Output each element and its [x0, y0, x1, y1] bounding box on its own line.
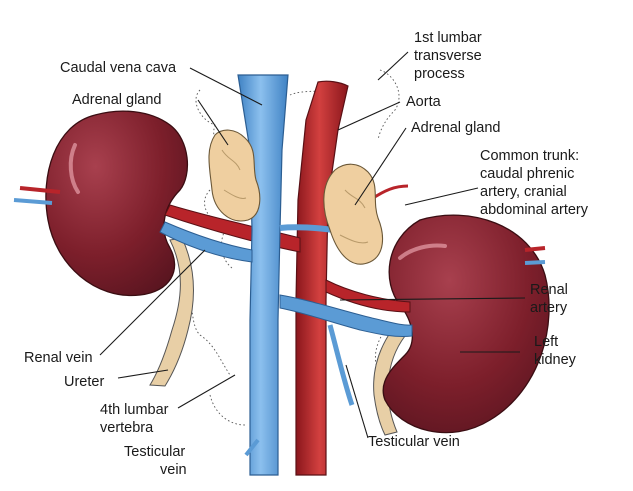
left-adrenal-gland	[208, 129, 261, 222]
left-testicular-vessel	[244, 438, 260, 457]
label-adrenal-gland-left: Adrenal gland	[72, 92, 162, 108]
caudal-vena-cava-vessel	[237, 74, 289, 476]
label-common-trunk-line2: caudal phrenic	[480, 166, 574, 182]
label-common-trunk-line1: Common trunk:	[480, 148, 579, 164]
label-left-kidney-line2: kidney	[534, 352, 577, 368]
label-adrenal-gland-right: Adrenal gland	[411, 120, 501, 136]
right-testicular-vessel	[327, 324, 355, 406]
left-ureter	[149, 237, 194, 387]
right-adrenal-gland	[323, 163, 384, 265]
right-renal-vein	[279, 294, 413, 337]
label-renal-artery-line1: Renal	[530, 282, 568, 298]
label-testicular-vein-left-line2: vein	[160, 462, 187, 478]
label-common-trunk-line3: artery, cranial	[480, 184, 567, 200]
right-renal-artery	[325, 279, 411, 313]
label-renal-artery-line2: artery	[530, 300, 568, 316]
label-4th-lumbar-line2: vertebra	[100, 420, 154, 436]
label-1st-lumbar-line1: 1st lumbar	[414, 30, 482, 46]
right-ureter	[373, 329, 406, 436]
label-4th-lumbar-line1: 4th lumbar	[100, 402, 169, 418]
label-testicular-vein-left-line1: Testicular	[124, 444, 185, 460]
label-renal-vein: Renal vein	[24, 350, 93, 366]
label-left-kidney-line1: Left	[534, 334, 558, 350]
label-1st-lumbar-line2: transverse	[414, 48, 482, 64]
left-kidney-shape	[45, 110, 189, 297]
label-caudal-vena-cava: Caudal vena cava	[60, 60, 177, 76]
label-aorta: Aorta	[406, 94, 442, 110]
labels: Caudal vena cava Adrenal gland 1st lumba…	[24, 30, 589, 478]
leader-lines	[99, 51, 526, 439]
left-renal-vein	[159, 221, 253, 263]
aorta-vessel	[295, 80, 349, 476]
label-ureter: Ureter	[64, 374, 104, 390]
label-1st-lumbar-line3: process	[414, 66, 465, 82]
left-kidney-label-target	[382, 214, 550, 434]
label-common-trunk-line4: abdominal artery	[480, 202, 589, 218]
label-testicular-vein-right: Testicular vein	[368, 434, 460, 450]
